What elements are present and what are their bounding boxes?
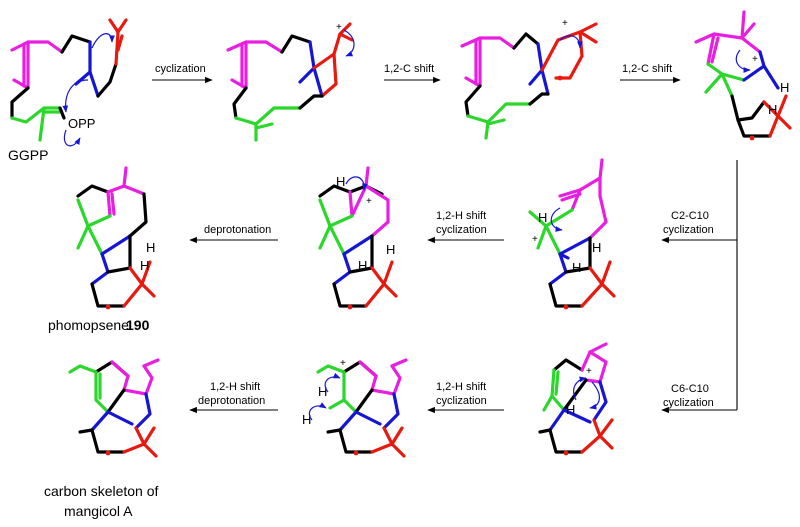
svg-text:H: H bbox=[318, 384, 327, 399]
curly-arrow-11 bbox=[324, 372, 341, 393]
svg-text:H: H bbox=[592, 240, 601, 255]
label-cyclization: cyclization bbox=[155, 63, 206, 75]
curly-arrow-5 bbox=[559, 35, 583, 49]
intermediate-1-structure: + bbox=[226, 22, 355, 142]
curly-arrow-1 bbox=[91, 33, 115, 49]
intermediate-4-structure: H + H H bbox=[528, 158, 616, 310]
label-12h-a-1: 1,2-H shift bbox=[436, 210, 486, 222]
curly-arrow-2 bbox=[62, 79, 89, 113]
phomopsene-number: 190 bbox=[126, 317, 150, 333]
label-c6c10-2: cyclization bbox=[663, 397, 714, 409]
opp-label: OPP bbox=[68, 116, 95, 131]
svg-text:+: + bbox=[366, 196, 372, 207]
mangicol-label-1: carbon skeleton of bbox=[44, 483, 159, 499]
label-c6c10-1: C6-C10 bbox=[671, 383, 709, 395]
svg-text:+: + bbox=[562, 18, 568, 29]
curly-arrow-7 bbox=[550, 207, 563, 232]
svg-text:H: H bbox=[140, 258, 149, 273]
svg-text:H: H bbox=[768, 102, 777, 117]
svg-text:H: H bbox=[780, 80, 789, 95]
mangicol-skeleton-structure: carbon skeleton of mangicol A bbox=[44, 358, 160, 519]
intermediate-5-structure: H + H H bbox=[318, 166, 398, 310]
curly-arrow-6 bbox=[735, 49, 751, 73]
svg-text:H: H bbox=[336, 174, 345, 189]
svg-text:H: H bbox=[302, 412, 311, 427]
label-12c-shift-b: 1,2-C shift bbox=[622, 63, 672, 75]
svg-text:H: H bbox=[572, 260, 581, 275]
svg-text:+: + bbox=[532, 234, 538, 245]
curly-arrow-9 bbox=[573, 376, 587, 401]
label-deprotonation: deprotonation bbox=[204, 224, 271, 236]
label-12h-b-2: cyclization bbox=[436, 395, 487, 407]
curly-arrow-12 bbox=[308, 402, 327, 421]
label-12c-shift-a: 1,2-C shift bbox=[384, 63, 434, 75]
ggpp-label: GGPP bbox=[8, 147, 48, 163]
svg-text:+: + bbox=[752, 54, 758, 65]
curly-arrow-4 bbox=[343, 29, 355, 57]
intermediate-6-structure: + H bbox=[538, 342, 614, 456]
label-c2c10-1: C2-C10 bbox=[671, 210, 709, 222]
curly-arrow-10 bbox=[589, 381, 600, 410]
svg-text:H: H bbox=[146, 240, 155, 255]
intermediate-7-structure: + H H bbox=[302, 358, 408, 458]
curly-arrow-3 bbox=[63, 129, 81, 147]
svg-text:+: + bbox=[336, 22, 342, 33]
intermediate-3-structure: + H H bbox=[694, 10, 792, 141]
label-c2c10-2: cyclization bbox=[663, 224, 714, 236]
svg-text:H: H bbox=[358, 258, 367, 273]
svg-text:+: + bbox=[340, 358, 346, 369]
curly-arrow-8 bbox=[345, 176, 368, 191]
intermediate-2-structure: + bbox=[460, 18, 598, 140]
svg-text:H: H bbox=[538, 210, 547, 225]
label-12h-b-1: 1,2-H shift bbox=[436, 381, 486, 393]
label-12h-deprot-2: deprotonation bbox=[198, 395, 265, 407]
ggpp-structure: OPP GGPP bbox=[8, 18, 128, 163]
svg-text:+: + bbox=[586, 366, 592, 377]
phomopsene-structure: H H phomopsene 190 bbox=[48, 166, 156, 333]
label-12h-deprot-1: 1,2-H shift bbox=[210, 381, 260, 393]
svg-text:H: H bbox=[566, 402, 575, 417]
svg-text:H: H bbox=[386, 242, 395, 257]
mangicol-label-2: mangicol A bbox=[64, 503, 133, 519]
phomopsene-name: phomopsene bbox=[48, 317, 129, 333]
label-12h-a-2: cyclization bbox=[436, 224, 487, 236]
